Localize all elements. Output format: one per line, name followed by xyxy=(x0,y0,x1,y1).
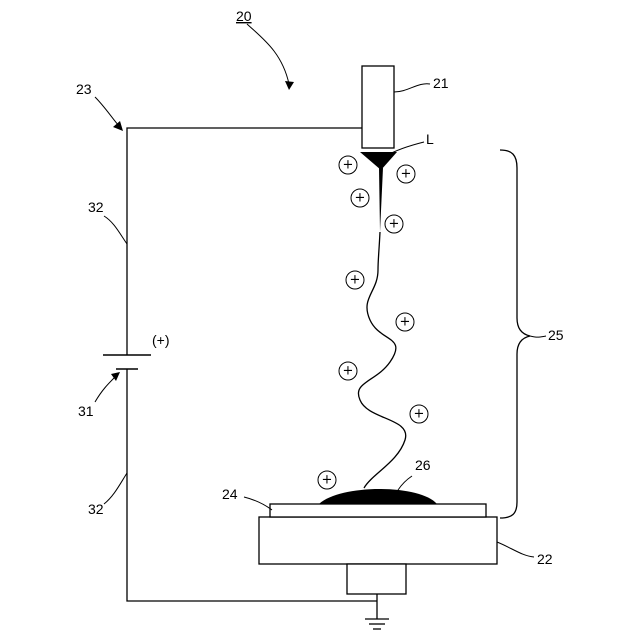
label-polarity: (+) xyxy=(152,332,170,348)
charge-symbol: + xyxy=(339,156,357,174)
arrowhead-20 xyxy=(285,81,294,90)
leader-25 xyxy=(530,336,546,337)
label-23: 23 xyxy=(76,81,92,97)
charge-symbol: + xyxy=(397,165,415,183)
label-32-lower: 32 xyxy=(88,501,104,517)
whipping-fiber xyxy=(358,232,405,488)
taylor-cone xyxy=(360,152,397,170)
leader-24 xyxy=(244,497,272,510)
label-21: 21 xyxy=(433,75,449,91)
label-L: L xyxy=(426,131,434,147)
leader-22 xyxy=(497,542,534,557)
charge-symbol: + xyxy=(351,189,369,207)
circuit-wire-bottom xyxy=(127,369,377,601)
label-22: 22 xyxy=(537,551,553,567)
collector-stem xyxy=(347,564,406,594)
charge-sign: + xyxy=(343,158,354,173)
leader-32-lower xyxy=(104,473,127,504)
leader-26 xyxy=(398,476,412,490)
label-24: 24 xyxy=(222,486,238,502)
fiber-deposit xyxy=(319,489,437,504)
charge-symbol: + xyxy=(385,215,403,233)
leader-31 xyxy=(95,376,116,402)
charge-sign: + xyxy=(355,191,366,206)
leader-20 xyxy=(247,24,289,84)
jet-straight xyxy=(379,168,383,232)
nozzle xyxy=(362,66,394,148)
label-31: 31 xyxy=(78,403,94,419)
leader-23 xyxy=(95,97,119,126)
charge-symbol: + xyxy=(339,362,357,380)
region-brace xyxy=(500,150,530,518)
charge-sign: + xyxy=(350,273,361,288)
label-32-upper: 32 xyxy=(88,199,104,215)
charge-sign: + xyxy=(343,364,354,379)
label-20: 20 xyxy=(236,8,252,24)
label-26: 26 xyxy=(415,457,431,473)
label-25: 25 xyxy=(548,327,564,343)
charge-sign: + xyxy=(322,473,333,488)
charge-symbol: + xyxy=(346,271,364,289)
charge-symbol: + xyxy=(410,405,428,423)
leader-21 xyxy=(394,84,430,92)
charge-sign: + xyxy=(414,407,425,422)
circuit-wire-top xyxy=(127,128,362,355)
substrate xyxy=(270,504,486,517)
charge-symbol: + xyxy=(318,471,336,489)
charge-sign: + xyxy=(389,217,400,232)
charge-symbol: + xyxy=(396,313,414,331)
collector-plate xyxy=(259,517,497,564)
charge-sign: + xyxy=(401,167,412,182)
charge-sign: + xyxy=(400,315,411,330)
leader-32-upper xyxy=(104,216,127,244)
arrowhead-23 xyxy=(113,121,123,131)
